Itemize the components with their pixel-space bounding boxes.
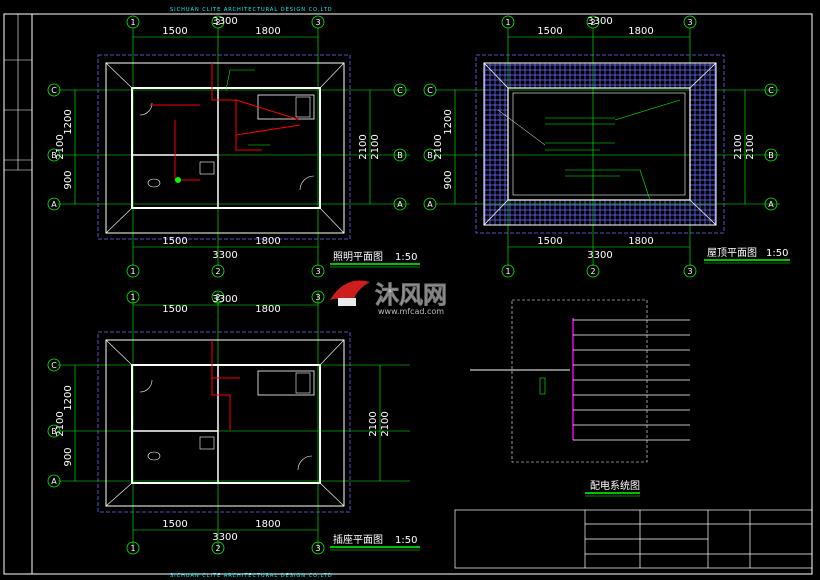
dim-row-ab: 900 xyxy=(63,170,74,189)
axis-label-3: 3 xyxy=(315,293,320,302)
axis-label-a: A xyxy=(397,200,403,209)
axis-label-3: 3 xyxy=(315,18,320,27)
dim-span1: 1500 xyxy=(162,236,187,247)
dim-total: 3300 xyxy=(212,532,237,543)
axis-label-a: A xyxy=(768,200,774,209)
dim-total-v: 2100 xyxy=(358,134,369,159)
watermark: 沐风网 www.mfcad.com xyxy=(330,280,447,316)
title-block xyxy=(454,509,813,569)
dim-total-v: 2100 xyxy=(368,411,379,436)
axis-label-b: B xyxy=(51,427,57,436)
dim-total-v: 2100 xyxy=(433,134,444,159)
left-margin-strip xyxy=(4,14,32,171)
dim-total: 3300 xyxy=(587,16,612,27)
dim-total: 3300 xyxy=(212,16,237,27)
power-plan-title: 插座平面图 xyxy=(333,533,383,546)
axis-label-c: C xyxy=(397,86,403,95)
dim-row-bc: 1200 xyxy=(63,385,74,410)
lighting-plan xyxy=(58,28,410,266)
roof-plan xyxy=(435,28,780,266)
dim-span1: 1500 xyxy=(537,236,562,247)
axis-label-b: B xyxy=(768,151,774,160)
header-company-text: SICHUAN CLITE ARCHITECTURAL DESIGN CO,LT… xyxy=(170,7,333,13)
axis-label-b: B xyxy=(397,151,403,160)
axis-label-3: 3 xyxy=(315,544,320,553)
axis-label-2: 2 xyxy=(590,18,595,27)
dim-span1: 1500 xyxy=(162,26,187,37)
axis-label-b: B xyxy=(427,151,433,160)
dim-total: 3300 xyxy=(212,294,237,305)
axis-label-c: C xyxy=(51,86,57,95)
axis-label-c: C xyxy=(51,361,57,370)
lighting-plan-title: 照明平面图 xyxy=(333,251,383,263)
dim-row-bc: 1200 xyxy=(443,109,454,134)
dim-total-v: 2100 xyxy=(380,411,391,436)
system-diagram-title: 配电系统图 xyxy=(590,479,640,492)
axis-label-b: B xyxy=(51,151,57,160)
dim-span1: 1500 xyxy=(162,304,187,315)
axis-label-1: 1 xyxy=(130,267,135,276)
power-plan xyxy=(58,292,410,548)
axis-label-a: A xyxy=(51,477,57,486)
dim-span2: 1800 xyxy=(255,26,280,37)
axis-label-2: 2 xyxy=(215,293,220,302)
axis-label-c: C xyxy=(427,86,433,95)
watermark-url: www.mfcad.com xyxy=(378,307,444,316)
axis-label-2: 2 xyxy=(215,544,220,553)
axis-label-2: 2 xyxy=(590,267,595,276)
dim-total-v: 2100 xyxy=(55,411,66,436)
dim-span2: 1800 xyxy=(255,304,280,315)
power-plan-scale: 1:50 xyxy=(395,535,417,546)
watermark-logo-icon xyxy=(330,280,370,306)
axis-bubbles xyxy=(47,15,778,555)
dim-row-ab: 900 xyxy=(443,170,454,189)
dim-row-ab: 900 xyxy=(63,447,74,466)
dim-total-v: 2100 xyxy=(745,134,756,159)
roof-plan-scale: 1:50 xyxy=(766,248,788,259)
axis-label-a: A xyxy=(427,200,433,209)
axis-label-1: 1 xyxy=(130,18,135,27)
axis-label-3: 3 xyxy=(687,18,692,27)
axis-label-2: 2 xyxy=(215,267,220,276)
distribution-system-diagram xyxy=(470,299,690,463)
axis-label-c: C xyxy=(768,86,774,95)
axis-label-a: A xyxy=(51,200,57,209)
roof-plan-title: 屋顶平面图 xyxy=(707,247,757,259)
axis-label-1: 1 xyxy=(130,293,135,302)
dim-total-v: 2100 xyxy=(370,134,381,159)
dim-span2: 1800 xyxy=(628,26,653,37)
dim-row-bc: 1200 xyxy=(63,109,74,134)
watermark-brand: 沐风网 xyxy=(375,281,447,309)
dim-total: 3300 xyxy=(212,250,237,261)
axis-label-1: 1 xyxy=(505,267,510,276)
axis-label-3: 3 xyxy=(315,267,320,276)
axis-label-3: 3 xyxy=(687,267,692,276)
dim-total: 3300 xyxy=(587,250,612,261)
lighting-plan-scale: 1:50 xyxy=(395,252,417,263)
axis-label-1: 1 xyxy=(130,544,135,553)
dim-span2: 1800 xyxy=(628,236,653,247)
axis-label-1: 1 xyxy=(505,18,510,27)
sheet-border xyxy=(3,13,813,575)
dim-total-v: 2100 xyxy=(733,134,744,159)
dim-span1: 1500 xyxy=(537,26,562,37)
dim-total-v: 2100 xyxy=(55,134,66,159)
axis-label-2: 2 xyxy=(215,18,220,27)
footer-company-text: SICHUAN CLITE ARCHITECTURAL DESIGN CO,LT… xyxy=(170,573,333,579)
dim-span2: 1800 xyxy=(255,519,280,530)
dim-span1: 1500 xyxy=(162,519,187,530)
dim-span2: 1800 xyxy=(255,236,280,247)
